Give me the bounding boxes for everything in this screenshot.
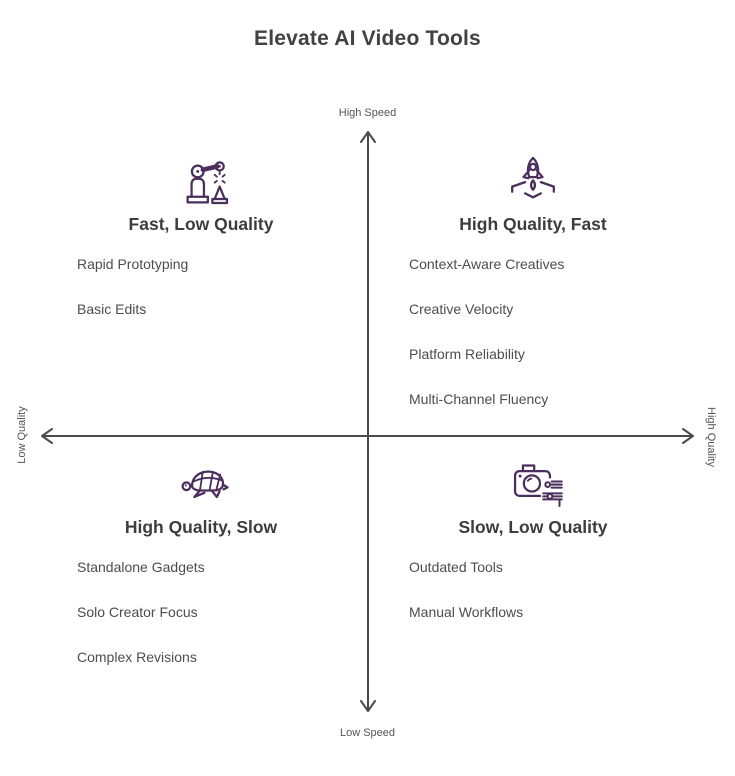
list-item: Multi-Channel Fluency <box>409 391 549 407</box>
list-item: Solo Creator Focus <box>77 604 198 620</box>
quadrant-fast-low-quality: Fast, Low Quality Rapid Prototyping Basi… <box>60 152 342 316</box>
arrow-left-icon <box>41 428 53 444</box>
quadrant-heading: Slow, Low Quality <box>458 517 608 537</box>
list-item: Standalone Gadgets <box>77 559 205 575</box>
quadrant-item-list: Context-Aware Creatives Creative Velocit… <box>392 257 674 406</box>
turtle-icon <box>60 455 342 513</box>
list-item: Complex Revisions <box>77 649 197 665</box>
quadrant-item-list: Rapid Prototyping Basic Edits <box>60 257 342 316</box>
quadrant-high-quality-fast: High Quality, Fast Context-Aware Creativ… <box>392 152 674 406</box>
list-item: Context-Aware Creatives <box>409 256 565 272</box>
list-item: Rapid Prototyping <box>77 256 189 272</box>
arrow-up-icon <box>360 131 376 143</box>
quadrant-item-list: Standalone Gadgets Solo Creator Focus Co… <box>60 560 342 664</box>
arrow-down-icon <box>360 700 376 712</box>
list-item: Basic Edits <box>77 301 147 317</box>
quadrant-heading: Fast, Low Quality <box>128 214 274 234</box>
list-item: Manual Workflows <box>409 604 524 620</box>
list-item: Creative Velocity <box>409 301 514 317</box>
arrow-right-icon <box>682 428 694 444</box>
quadrant-heading: High Quality, Slow <box>124 517 278 537</box>
list-item: Platform Reliability <box>409 346 525 362</box>
axis-label-high-speed: High Speed <box>338 107 397 119</box>
page-title: Elevate AI Video Tools <box>254 27 481 50</box>
list-item: Outdated Tools <box>409 559 503 575</box>
rocket-launch-icon <box>392 152 674 210</box>
axis-label-low-quality: Low Quality <box>16 406 28 464</box>
axis-label-low-speed: Low Speed <box>339 727 396 739</box>
camera-settings-icon <box>392 455 674 513</box>
axis-label-high-quality: High Quality <box>705 407 717 467</box>
quadrant-high-quality-slow: High Quality, Slow Standalone Gadgets So… <box>60 455 342 664</box>
quadrant-slow-low-quality: Slow, Low Quality Outdated Tools Manual … <box>392 455 674 619</box>
robot-arm-icon <box>60 152 342 210</box>
quadrant-item-list: Outdated Tools Manual Workflows <box>392 560 674 619</box>
quadrant-heading: High Quality, Fast <box>459 214 607 234</box>
